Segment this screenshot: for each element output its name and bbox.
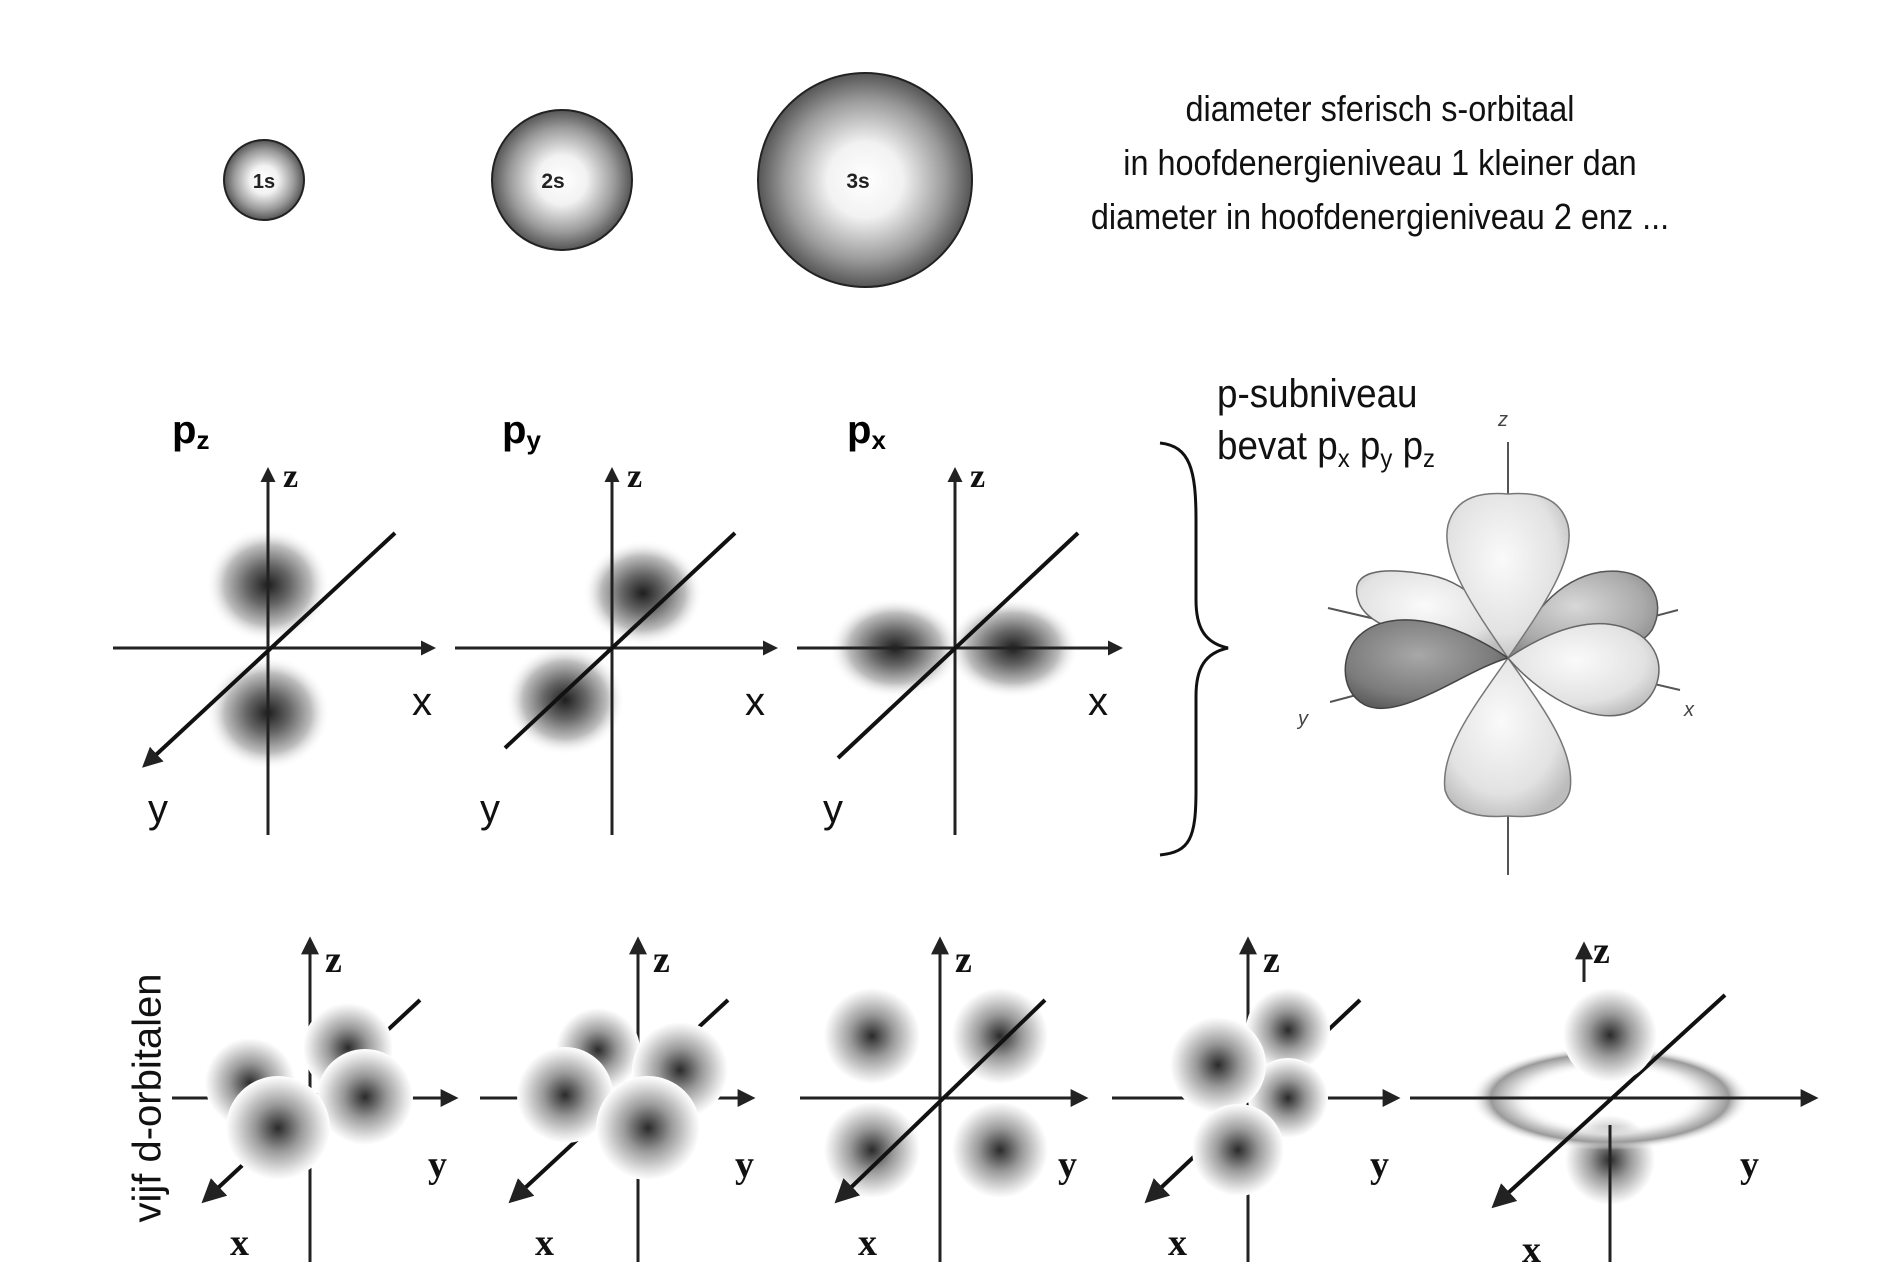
px-title: px [847,408,886,456]
py-title-base: p [502,408,527,452]
d2-axis-x-label: x [535,1222,554,1264]
p-subniveau-contents: bevat px py pz [1217,420,1435,484]
d2-axis-y-label: y [735,1144,754,1186]
py-title-sub: y [526,425,541,455]
py-lobe-front [505,645,625,755]
p-subniveau-prefix: bevat [1217,424,1318,468]
pz-axis-x-label: x [412,680,432,724]
d1-axis-x-label: x [230,1222,249,1264]
p-panel-px: z x y [797,458,1123,835]
s-description-line-1: diameter sferisch s-orbitaal [1185,88,1575,129]
d3-axis-z-label: z [955,939,972,981]
s-description-line-2: in hoofdenergieniveau 1 kleiner dan [1123,142,1637,183]
combined-axis-y-label: y [1296,708,1309,730]
p-subniveau-brace [1159,441,1229,857]
px-title-sub: x [871,425,886,455]
p-panel-pz: z x y [113,458,436,835]
d3-axis-x [834,998,1047,1204]
d-panel-3: z y x [800,936,1089,1264]
py-axis-y [503,531,737,750]
d1-axis-z-label: z [325,939,342,981]
pz-axis-y [142,531,397,768]
py-axis-y-label: y [480,787,500,831]
px-axis-x-label: x [1088,680,1108,724]
p-subniveau-px-base: p [1317,424,1338,468]
px-axis-y [836,531,1080,760]
px-title-base: p [847,408,872,452]
py-axis-x-label: x [745,680,765,724]
s-orbital-3s-label: 3s [846,170,869,193]
s-orbital-2s: 2s [491,109,633,251]
s-orbitals-row: 1s 2s 3s [223,72,973,288]
d-panel-4: z y x [1112,936,1401,1264]
d5-axis-z-label: z [1593,930,1610,972]
d1-axis-y-label: y [428,1144,447,1186]
py-title: py [502,408,541,456]
pz-title: pz [172,408,209,456]
s-description-line-3: diameter in hoofdenergieniveau 2 enz ... [1090,196,1670,237]
d5-axis-x [1491,993,1727,1209]
p-subniveau-summary: p-subniveau bevat px py pz [1217,368,1435,484]
p-subniveau-title: p-subniveau [1217,372,1418,416]
p-subniveau-pz-sub: z [1423,443,1436,473]
s-orbital-3s: 3s [757,72,973,288]
d4-axis-y-label: y [1370,1144,1389,1186]
p-subniveau-py-sub: y [1380,443,1393,473]
s-orbital-description: diameter sferisch s-orbitaal in hoofdene… [1065,82,1695,244]
s-orbital-2s-label: 2s [541,170,564,193]
d5-axis-x-label: x [1522,1229,1541,1271]
p-subniveau-py-base: p [1359,424,1381,468]
p-subniveau-px-sub: x [1337,443,1350,473]
p-combined-orbital: z x y [1296,409,1695,875]
p-panel-py: z x y [455,458,778,835]
d-orbitals-side-label: vijf d-orbitalen [125,973,170,1223]
pz-title-base: p [172,408,197,452]
d4-axis-x-label: x [1168,1222,1187,1264]
px-axis-y-label: y [823,787,843,831]
d-panel-5: z y x [1410,930,1819,1271]
px-axis-z-label: z [970,458,985,495]
combined-axis-x-label: x [1683,699,1695,721]
combined-axis-z-label: z [1497,409,1508,431]
d4-axis-z-label: z [1263,939,1280,981]
py-lobe-back [583,540,703,646]
d2-axis-z-label: z [653,939,670,981]
pz-title-sub: z [196,425,210,455]
py-axis-z-label: z [627,458,642,495]
d-panel-2: z y x [480,936,756,1264]
pz-axis-y-label: y [148,787,168,831]
s-orbital-1s-label: 1s [253,171,275,193]
p-subniveau-pz-base: p [1402,424,1424,468]
d3-axis-y-label: y [1058,1144,1077,1186]
d5-axis-y-label: y [1740,1144,1759,1186]
d-panel-1: z y x [172,936,459,1264]
pz-axis-z-label: z [283,458,298,495]
s-orbital-1s: 1s [223,139,305,221]
d3-axis-x-label: x [858,1222,877,1264]
